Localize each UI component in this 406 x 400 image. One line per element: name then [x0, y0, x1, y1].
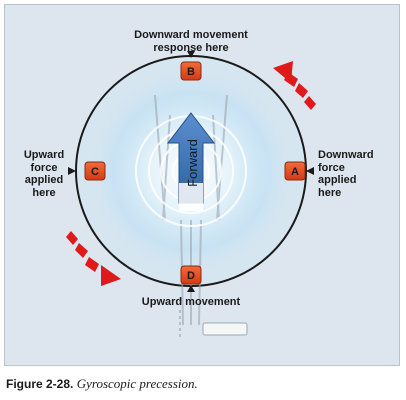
- figure-caption: Figure 2-28. Gyroscopic precession.: [6, 376, 198, 392]
- rotation-arrow-bottom-left: [66, 231, 121, 286]
- top-label-line-1: Downward movement: [134, 29, 248, 41]
- precession-diagram: Forward B D C A: [66, 51, 316, 340]
- forward-label: Forward: [185, 139, 200, 187]
- right-label-line-2: force: [318, 161, 345, 174]
- rotation-arrow-top-right: [273, 61, 316, 110]
- point-b-label: B: [187, 66, 195, 78]
- point-c-marker: C: [84, 161, 106, 181]
- pointer-triangle-top: [187, 51, 195, 58]
- left-label-line-2: force: [30, 161, 58, 174]
- right-label-line-1: Downward: [318, 149, 374, 161]
- right-label-line-3: applied: [318, 174, 357, 186]
- pointer-triangle-bottom: [187, 285, 195, 292]
- pointer-triangle-left: [68, 167, 76, 175]
- point-a-marker: A: [284, 161, 306, 181]
- bottom-label: Upward movement: [141, 296, 241, 308]
- point-b-marker: B: [180, 61, 202, 81]
- pointer-triangle-right: [306, 167, 314, 175]
- top-label-line-2: response here: [153, 41, 229, 54]
- point-a-label: A: [291, 166, 299, 178]
- point-d-marker: D: [180, 265, 202, 285]
- point-c-label: C: [91, 166, 99, 178]
- top-label: Downward movement response here: [121, 29, 261, 54]
- left-label: Upward force applied here: [19, 149, 69, 199]
- caption-number: Figure 2-28.: [6, 377, 74, 391]
- figure-panel: Forward B D C A: [4, 4, 400, 366]
- left-label-line-1: Upward: [23, 149, 65, 161]
- forward-arrow-base: [179, 183, 203, 211]
- right-label-line-4: here: [318, 186, 342, 199]
- tail-rotor-shape: [202, 322, 248, 336]
- left-label-line-4: here: [32, 186, 56, 199]
- point-d-label: D: [187, 270, 195, 282]
- caption-text: Gyroscopic precession.: [76, 376, 198, 391]
- right-label: Downward force applied here: [318, 149, 388, 199]
- left-label-line-3: applied: [24, 174, 64, 186]
